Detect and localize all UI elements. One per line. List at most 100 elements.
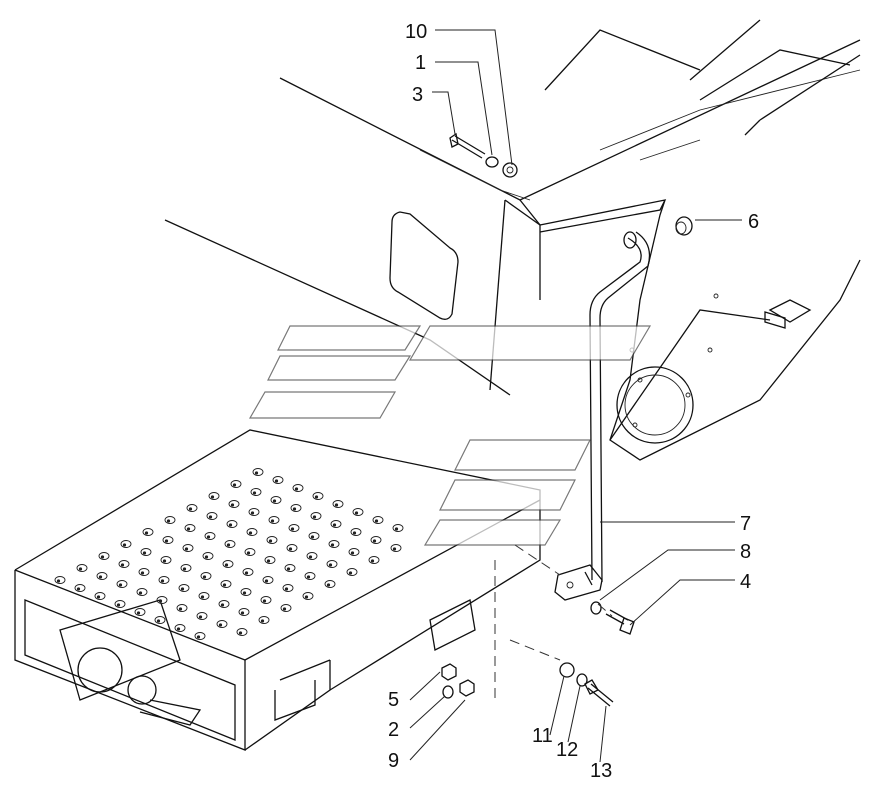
perforation-hole (162, 536, 174, 544)
perforation-hole (200, 572, 212, 580)
perforation-hole-shadow (224, 563, 229, 567)
perforation-hole (220, 580, 232, 588)
perforation-hole (328, 540, 340, 548)
nut-5 (441, 663, 457, 681)
perforation-hole (114, 600, 126, 608)
perforation-hole-shadow (228, 523, 233, 527)
perforation-hole (250, 488, 262, 496)
perforation-hole-shadow (142, 551, 147, 555)
perforation-hole (306, 552, 318, 560)
perforation-hole-shadow (238, 631, 243, 635)
perforation-hole (154, 616, 166, 624)
perforation-hole (160, 556, 172, 564)
perforation-hole (118, 560, 130, 568)
callout-10: 10 (405, 21, 427, 43)
perforation-hole (98, 552, 110, 560)
watermark-logo (248, 325, 652, 546)
perforation-hole (134, 608, 146, 616)
bolt-4 (605, 609, 635, 635)
callout-11: 11 (532, 725, 553, 747)
perforation-hole-shadow (308, 555, 313, 559)
perforation-hole-shadow (274, 479, 279, 483)
perforation-hole-shadow (334, 503, 339, 507)
perforation-hole-shadow (290, 527, 295, 531)
perforation-hole-shadow (198, 615, 203, 619)
perforation-hole (54, 576, 66, 584)
perforation-hole (120, 540, 132, 548)
perforation-hole (196, 612, 208, 620)
perforation-hole (208, 492, 220, 500)
perforation-hole (198, 592, 210, 600)
perforation-hole-shadow (186, 527, 191, 531)
plug-6 (675, 216, 693, 236)
perforation-hole-shadow (96, 595, 101, 599)
perforation-hole (244, 548, 256, 556)
perforation-hole-shadow (226, 543, 231, 547)
perforation-hole-shadow (332, 523, 337, 527)
perforation-hole (302, 592, 314, 600)
perforation-hole-shadow (140, 571, 145, 575)
perforation-hole (174, 624, 186, 632)
perforation-hole (178, 584, 190, 592)
callout-8: 8 (740, 541, 751, 563)
perforation-hole (224, 540, 236, 548)
perforation-hole-shadow (270, 519, 275, 523)
perforation-hole-shadow (272, 499, 277, 503)
perforation-hole-shadow (348, 571, 353, 575)
perforation-hole-shadow (188, 507, 193, 511)
perforation-hole-shadow (252, 491, 257, 495)
perforation-hole (268, 516, 280, 524)
perforation-hole-shadow (166, 519, 171, 523)
callout-6: 6 (748, 211, 759, 233)
callout-9: 9 (388, 750, 399, 772)
callout-4: 4 (740, 571, 751, 593)
perforation-hole-shadow (204, 555, 209, 559)
perforation-hole-shadow (264, 579, 269, 583)
perforation-hole-shadow (260, 619, 265, 623)
perforation-hole (308, 532, 320, 540)
upper-body-panel (279, 19, 861, 391)
washer-2 (442, 685, 454, 699)
tube-part (554, 231, 651, 601)
perforation-hole (222, 560, 234, 568)
bolt-13 (584, 679, 614, 707)
perforation-hole (286, 544, 298, 552)
perforation-hole (186, 504, 198, 512)
perforation-hole (138, 568, 150, 576)
perforation-hole-shadow (354, 511, 359, 515)
perforation-hole-shadow (242, 591, 247, 595)
callout-5: 5 (388, 689, 399, 711)
perforation-hole (264, 556, 276, 564)
perforation-hole-shadow (138, 591, 143, 595)
perforation-hole-shadow (100, 555, 105, 559)
perforation-hole-shadow (330, 543, 335, 547)
perforation-hole-shadow (304, 595, 309, 599)
perforation-hole-shadow (392, 547, 397, 551)
perforation-hole (202, 552, 214, 560)
perforation-hole (260, 596, 272, 604)
perforation-hole-shadow (262, 599, 267, 603)
perforation-hole (158, 576, 170, 584)
perforation-hole (258, 616, 270, 624)
perforation-hole (230, 480, 242, 488)
perforation-hole-shadow (184, 547, 189, 551)
perforation-hole (156, 596, 168, 604)
perforation-hole-shadow (230, 503, 235, 507)
perforation-hole (282, 584, 294, 592)
perforation-hole (76, 564, 88, 572)
perforation-hole-shadow (78, 567, 83, 571)
perforation-hole (252, 468, 264, 476)
perforation-hole-shadow (206, 535, 211, 539)
step-box (14, 429, 541, 751)
perforation-hole (164, 516, 176, 524)
perforation-hole (242, 568, 254, 576)
perforation-hole (218, 600, 230, 608)
callout-2: 2 (388, 719, 399, 741)
perforation-hole (236, 628, 248, 636)
perforation-hole-shadow (160, 579, 165, 583)
perforation-hole (284, 564, 296, 572)
perforation-hole (182, 544, 194, 552)
perforation-hole-shadow (220, 603, 225, 607)
